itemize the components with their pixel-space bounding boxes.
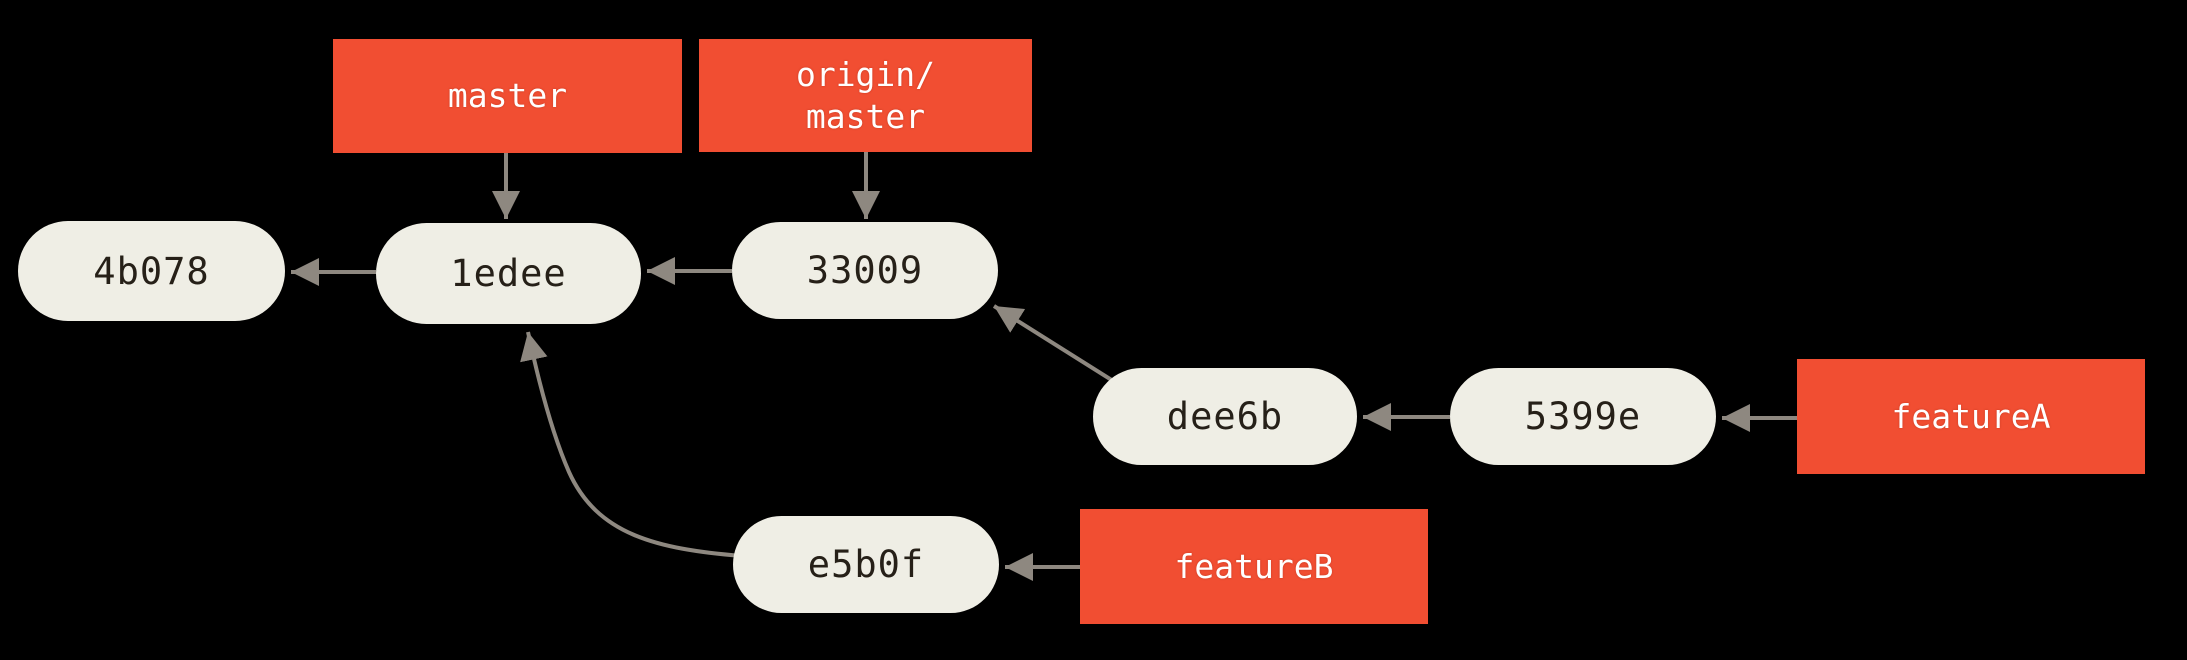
commit-id: 1edee — [450, 252, 567, 295]
commit-id: 4b078 — [93, 249, 210, 293]
branch-label-featureB: featureB — [1080, 509, 1428, 624]
branch-label-featureA: featureA — [1797, 359, 2145, 474]
commit-id: 5399e — [1524, 395, 1642, 438]
commit-node-4b078: 4b078 — [18, 221, 285, 321]
branch-name: featureB — [1174, 546, 1334, 586]
commit-id: dee6b — [1166, 395, 1284, 438]
commit-node-e5b0f: e5b0f — [733, 516, 999, 613]
branch-label-origin-master: origin/ master — [699, 39, 1032, 152]
commit-node-1edee: 1edee — [376, 223, 641, 324]
commit-node-33009: 33009 — [732, 222, 998, 319]
branch-name: featureA — [1891, 396, 2051, 436]
branch-label-master: master — [333, 39, 682, 153]
commit-id: e5b0f — [807, 543, 925, 586]
commit-node-5399e: 5399e — [1450, 368, 1716, 465]
commit-id: 33009 — [806, 249, 924, 292]
branch-name-line1: origin/ — [795, 54, 936, 94]
edge-e5b0f-to-1edee — [520, 331, 743, 558]
branch-name-line2: master — [805, 96, 926, 136]
branch-name: master — [447, 76, 568, 115]
commit-node-dee6b: dee6b — [1093, 368, 1357, 465]
